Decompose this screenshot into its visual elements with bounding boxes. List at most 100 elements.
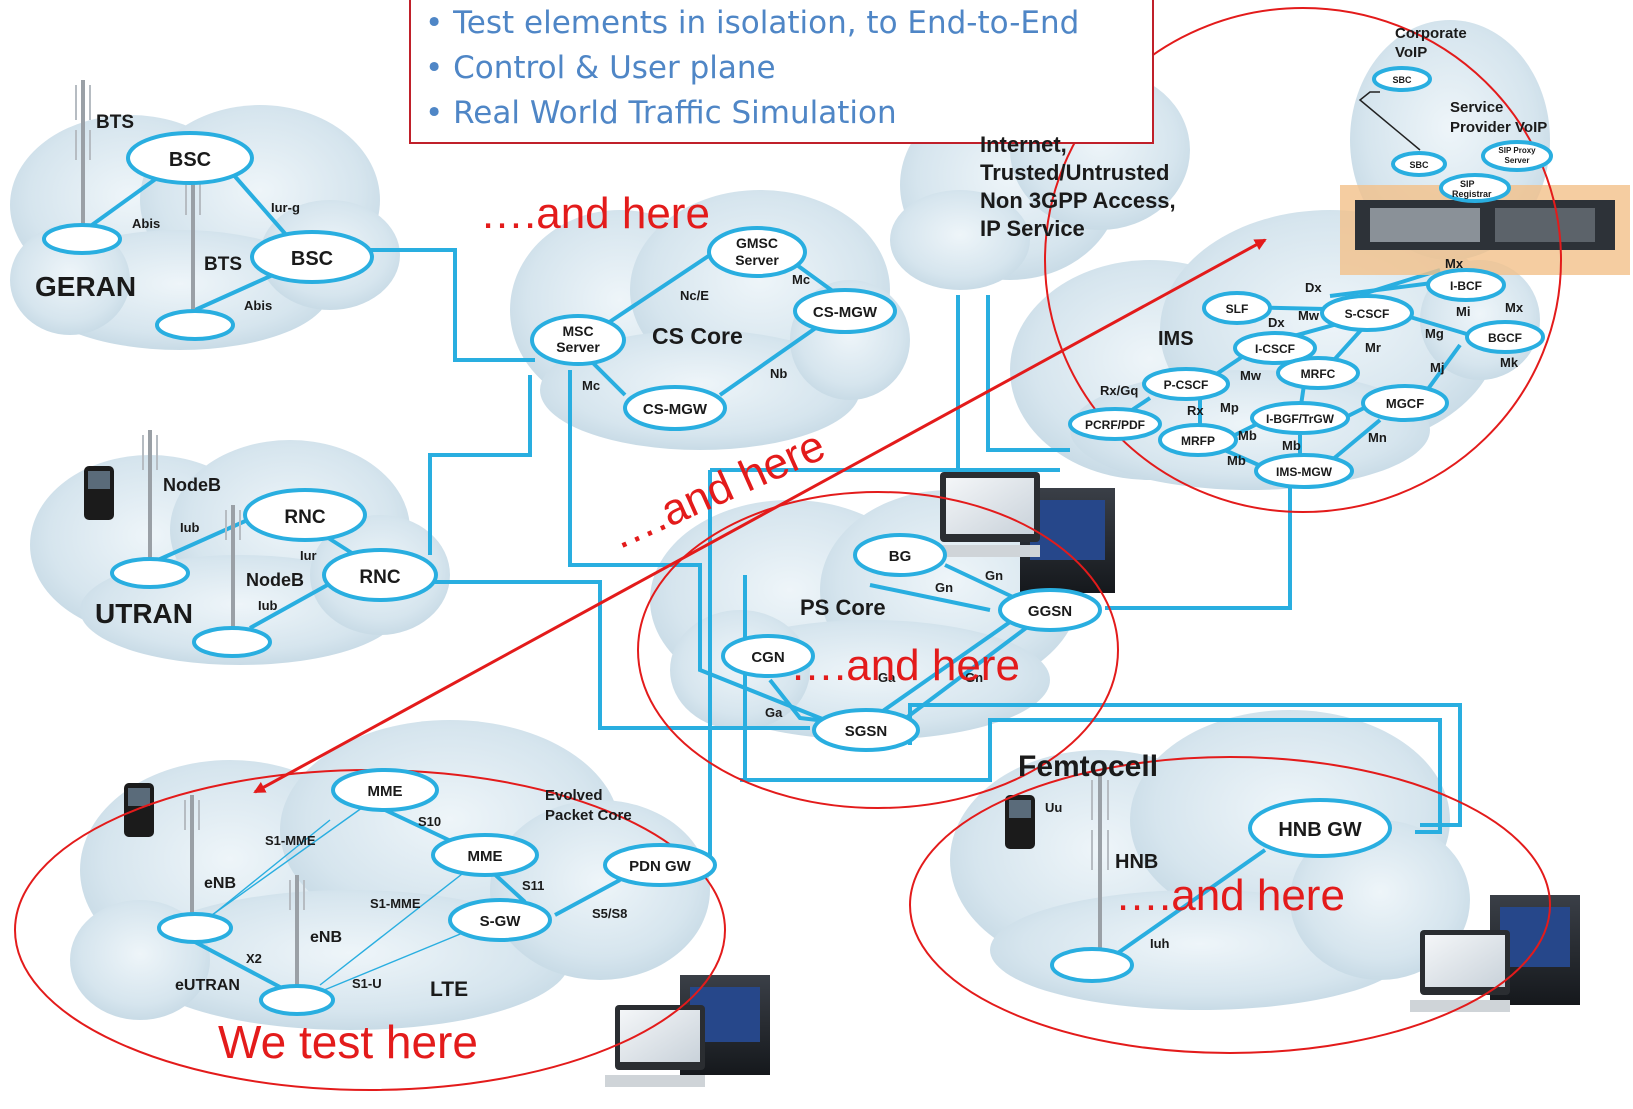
enb2-tower-icon <box>289 875 305 995</box>
iface-mx1: Mx <box>1445 256 1464 271</box>
iface-abis2: Abis <box>244 298 272 313</box>
iface-mb2: Mb <box>1282 438 1301 453</box>
node-mrfp: MRFP <box>1158 423 1238 457</box>
svg-text:S-GW: S-GW <box>480 913 522 930</box>
node-sgsn: SGSN <box>812 708 920 752</box>
node-bgcf: BGCF <box>1465 320 1545 354</box>
bts1-base <box>42 223 122 255</box>
svg-text:Trusted/Untrusted: Trusted/Untrusted <box>980 160 1169 185</box>
iface-mw1: Mw <box>1298 308 1320 323</box>
cs-core-label: CS Core <box>652 323 743 349</box>
ps-core-label: PS Core <box>800 595 886 620</box>
iface-mx2: Mx <box>1505 300 1524 315</box>
svg-text:CS-MGW: CS-MGW <box>643 401 708 418</box>
bts2-label: BTS <box>204 254 242 275</box>
node-bsc1: BSC <box>126 131 254 185</box>
iface-abis1: Abis <box>132 216 160 231</box>
node-sip-proxy: SIP Proxy Server <box>1481 140 1553 172</box>
svg-text:SGSN: SGSN <box>845 723 888 740</box>
svg-text:BG: BG <box>889 548 912 565</box>
iface-mj: Mj <box>1430 360 1444 375</box>
svg-text:Packet Core: Packet Core <box>545 807 632 824</box>
node-i-cscf: I-CSCF <box>1233 331 1317 365</box>
femtocell-test-rack-icon <box>1410 895 1580 1012</box>
svg-text:S-CSCF: S-CSCF <box>1345 307 1390 321</box>
svg-text:HNB GW: HNB GW <box>1278 819 1361 841</box>
iface-iub1: Iub <box>180 520 200 535</box>
enb1-base <box>157 912 233 944</box>
nodeb1-tower-icon <box>142 430 158 568</box>
lte-label: LTE <box>430 978 468 1001</box>
iface-uu: Uu <box>1045 800 1062 815</box>
phones <box>84 466 1035 849</box>
internet-label: Internet, Trusted/Untrusted Non 3GPP Acc… <box>980 132 1176 241</box>
svg-text:MME: MME <box>468 848 503 865</box>
iface-gn3: Gn <box>965 670 983 685</box>
svg-text:Corporate: Corporate <box>1395 25 1467 42</box>
iface-mb1: Mb <box>1238 428 1257 443</box>
utran-phone-icon <box>84 466 114 520</box>
iface-s1-u: S1-U <box>352 976 382 991</box>
lte-test-rack-icon <box>605 975 770 1087</box>
svg-text:RNC: RNC <box>359 567 400 588</box>
iface-mw2: Mw <box>1240 368 1262 383</box>
and-here-ps-core: ….and here <box>790 641 1020 690</box>
iface-rx: Rx <box>1187 403 1204 418</box>
svg-text:SBC: SBC <box>1409 160 1429 170</box>
iface-dx2: Dx <box>1268 315 1285 330</box>
node-mme2: MME <box>431 833 539 877</box>
enb1-tower-icon <box>184 795 200 920</box>
svg-text:Registrar: Registrar <box>1452 189 1492 199</box>
iface-ga2: Ga <box>765 705 783 720</box>
node-bsc2: BSC <box>250 230 374 284</box>
node-mgcf: MGCF <box>1361 384 1449 422</box>
we-test-here: We test here <box>218 1016 478 1068</box>
node-hnb-gw: HNB GW <box>1248 798 1392 858</box>
svg-text:SIP Proxy: SIP Proxy <box>1498 146 1536 155</box>
nodeb2-base <box>192 626 272 658</box>
iface-nb: Nb <box>770 366 787 381</box>
geran-label: GERAN <box>35 271 136 302</box>
and-here-femtocell: ….and here <box>1115 871 1345 920</box>
node-i-bgf-trgw: I-BGF/TrGW <box>1250 401 1350 435</box>
iface-iur: Iur <box>300 548 317 563</box>
femtocell-phone-icon <box>1005 795 1035 849</box>
and-here-cs-core: ….and here <box>480 189 710 238</box>
iface-mg: Mg <box>1425 326 1444 341</box>
svg-text:SBC: SBC <box>1392 75 1412 85</box>
callout-bullet-2: • Control & User plane <box>425 50 776 86</box>
utran-label: UTRAN <box>95 598 193 629</box>
node-p-cscf: P-CSCF <box>1142 367 1230 401</box>
svg-text:IP Service: IP Service <box>980 216 1085 241</box>
nodeb1-base <box>110 557 190 589</box>
svg-text:Service: Service <box>1450 99 1503 116</box>
svg-text:PCRF/PDF: PCRF/PDF <box>1085 418 1145 432</box>
svg-text:CGN: CGN <box>751 649 784 666</box>
feature-callout: • Test elements in isolation, to End-to-… <box>409 0 1154 144</box>
tower-labels: BTS BTS NodeB NodeB eNB eNB eUTRAN HNB <box>96 112 1158 994</box>
svg-text:MME: MME <box>368 783 403 800</box>
nodeb2-label: NodeB <box>246 570 304 590</box>
iface-ga1: Ga <box>878 670 896 685</box>
iface-s1-mme1: S1-MME <box>265 833 316 848</box>
lte-phone-icon <box>124 783 154 837</box>
node-cs-mgw1: CS-MGW <box>793 288 897 334</box>
node-msc-server: MSC Server <box>530 314 626 366</box>
svg-text:I-CSCF: I-CSCF <box>1255 342 1295 356</box>
node-pdn-gw: PDN GW <box>603 843 717 887</box>
svg-text:RNC: RNC <box>284 507 325 528</box>
node-sbc2: SBC <box>1391 151 1447 177</box>
iface-s1-mme2: S1-MME <box>370 896 421 911</box>
iface-mk: Mk <box>1500 355 1519 370</box>
node-mrfc: MRFC <box>1276 356 1360 390</box>
svg-text:MGCF: MGCF <box>1386 396 1424 411</box>
iface-mc1: Mc <box>792 272 810 287</box>
node-mme1: MME <box>331 768 439 812</box>
node-s-gw: S-GW <box>448 898 552 942</box>
ims-label: IMS <box>1158 328 1194 350</box>
svg-text:MRFC: MRFC <box>1301 367 1336 381</box>
node-rnc2: RNC <box>322 548 438 602</box>
iface-mp: Mp <box>1220 400 1239 415</box>
iface-gn1: Gn <box>985 568 1003 583</box>
femtocell-label: Femtocell <box>1018 750 1158 783</box>
